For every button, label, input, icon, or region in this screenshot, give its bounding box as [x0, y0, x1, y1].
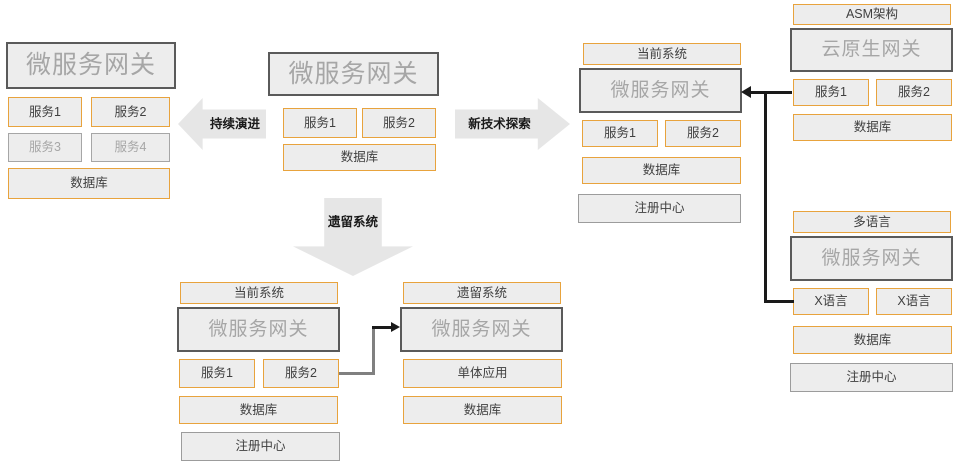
connector-multilang-horizontal — [764, 300, 794, 303]
multilang-registry: 注册中心 — [790, 363, 953, 392]
arrow-continuous-evolution: 持续演进 — [178, 98, 266, 150]
right-current-gateway: 微服务网关 — [579, 68, 742, 113]
right-current-registry: 注册中心 — [578, 194, 741, 223]
multilang-service-2: X语言 — [876, 288, 952, 315]
bottom-current-service-2: 服务2 — [263, 359, 339, 388]
left-target-service-2: 服务2 — [91, 97, 170, 127]
bottom-current-registry: 注册中心 — [181, 432, 340, 461]
arrow-new-tech-exploration: 新技术探索 — [455, 98, 570, 150]
left-target-gateway: 微服务网关 — [6, 42, 176, 89]
bottom-current-gateway: 微服务网关 — [177, 307, 340, 352]
bottom-current-header: 当前系统 — [180, 282, 338, 304]
cloud-native-database: 数据库 — [793, 114, 952, 141]
right-current-service-1: 服务1 — [582, 120, 658, 147]
multilang-service-1: X语言 — [793, 288, 869, 315]
right-current-service-2: 服务2 — [665, 120, 741, 147]
multilang-header: 多语言 — [793, 211, 951, 233]
right-current-header: 当前系统 — [583, 43, 741, 65]
connector-arrowhead-to-current-gateway — [741, 86, 751, 98]
arrow-legacy-system: 遗留系统 — [293, 198, 413, 276]
left-target-service-4: 服务4 — [91, 133, 170, 162]
bottom-current-database: 数据库 — [179, 396, 338, 424]
cloud-native-service-2: 服务2 — [876, 79, 952, 106]
connector-arrowhead-to-legacy-gateway — [391, 322, 400, 332]
legacy-gateway: 微服务网关 — [400, 307, 563, 352]
connector-legacy-horizontal-upper — [372, 326, 394, 329]
right-current-database: 数据库 — [582, 157, 741, 184]
multilang-gateway: 微服务网关 — [790, 236, 953, 281]
cloud-native-header: ASM架构 — [793, 4, 951, 25]
connector-asm-horizontal — [750, 91, 792, 94]
connector-right-vertical — [764, 91, 767, 303]
connector-legacy-horizontal-lower — [339, 372, 375, 375]
legacy-monolith-app: 单体应用 — [403, 359, 562, 388]
connector-legacy-vertical — [372, 327, 375, 375]
multilang-database: 数据库 — [793, 326, 952, 354]
legacy-database: 数据库 — [403, 396, 562, 424]
center-current-service-2: 服务2 — [362, 108, 436, 138]
center-current-gateway: 微服务网关 — [268, 52, 439, 96]
left-target-database: 数据库 — [8, 168, 170, 199]
cloud-native-service-1: 服务1 — [793, 79, 869, 106]
center-current-service-1: 服务1 — [283, 108, 357, 138]
bottom-current-service-1: 服务1 — [179, 359, 255, 388]
center-current-database: 数据库 — [283, 144, 436, 171]
left-target-service-3: 服务3 — [8, 133, 82, 162]
legacy-header: 遗留系统 — [403, 282, 561, 304]
cloud-native-gateway: 云原生网关 — [790, 28, 953, 72]
left-target-service-1: 服务1 — [8, 97, 82, 127]
